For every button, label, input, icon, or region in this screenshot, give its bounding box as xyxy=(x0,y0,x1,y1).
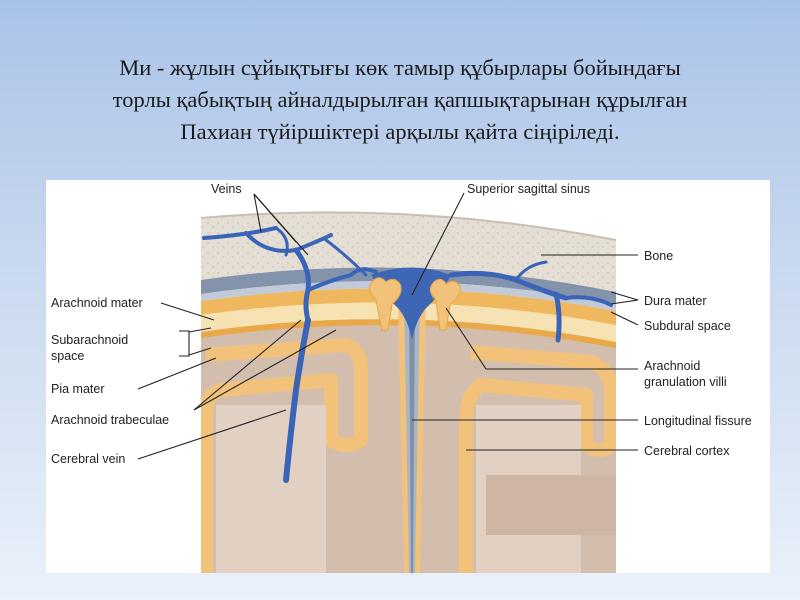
title-line-3: Пахиан түйіршіктері арқылы қайта сіңіріл… xyxy=(180,119,620,144)
subdural-layer xyxy=(201,281,616,311)
label-arachnoid-trabeculae: Arachnoid trabeculae xyxy=(51,413,169,427)
label-superior-sagittal-sinus: Superior sagittal sinus xyxy=(467,182,590,196)
label-bone: Bone xyxy=(644,249,673,263)
veins xyxy=(202,226,613,483)
label-cerebral-cortex: Cerebral cortex xyxy=(644,444,730,458)
slide-title: Ми - жұлын сұйықтығы көк тамыр құбырлары… xyxy=(40,52,760,148)
label-arachnoid-granulation-line2: granulation villi xyxy=(644,375,727,389)
label-subdural-space: Subdural space xyxy=(644,319,731,333)
arachnoid-granulations xyxy=(368,277,461,331)
leader-lines xyxy=(137,192,639,460)
label-subarachnoid-line1: Subarachnoid xyxy=(51,333,128,347)
bone-layer xyxy=(201,212,616,292)
title-line-1: Ми - жұлын сұйықтығы көк тамыр құбырлары… xyxy=(119,55,681,80)
label-arachnoid-granulation-line1: Arachnoid xyxy=(644,359,700,373)
title-line-2: торлы қабықтың айналдырылған қапшықтарын… xyxy=(112,87,688,112)
label-arachnoid-mater: Arachnoid mater xyxy=(51,296,143,310)
label-longitudinal-fissure: Longitudinal fissure xyxy=(644,414,752,428)
label-subarachnoid-line2: space xyxy=(51,349,84,363)
label-pia-mater: Pia mater xyxy=(51,382,105,396)
meninges-diagram: Veins Superior sagittal sinus Bone Arach… xyxy=(46,180,770,573)
label-veins: Veins xyxy=(211,182,242,196)
label-cerebral-vein: Cerebral vein xyxy=(51,452,125,466)
label-dura-mater: Dura mater xyxy=(644,294,707,308)
meninges-illustration: Veins Superior sagittal sinus Bone Arach… xyxy=(46,180,770,573)
